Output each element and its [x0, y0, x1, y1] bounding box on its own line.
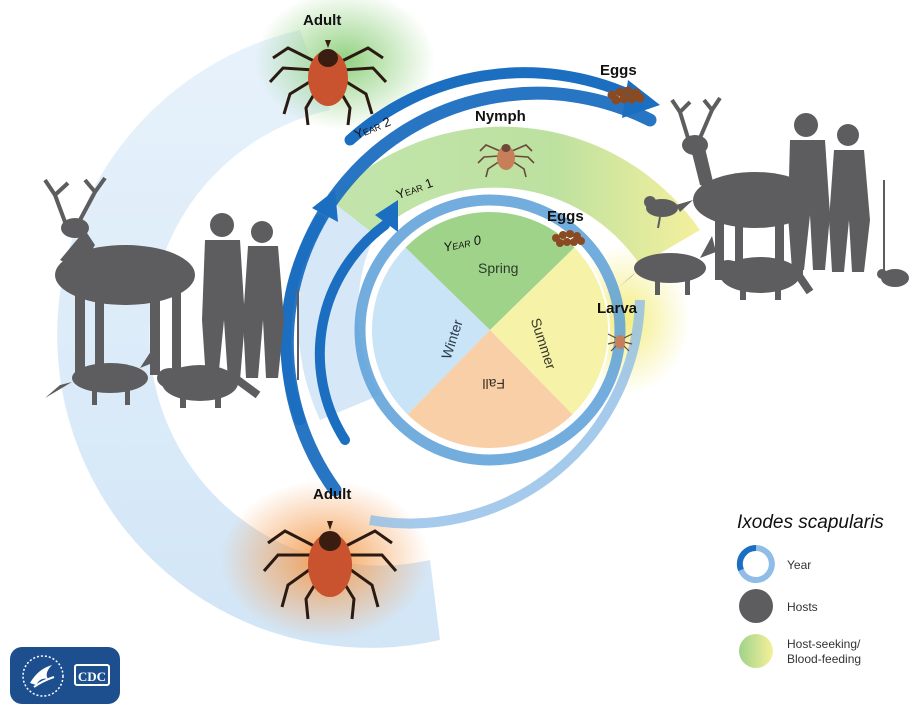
legend-title: Ixodes scapularis [737, 512, 884, 533]
legend-year-swatch [736, 544, 775, 583]
larva-tick-icon [607, 333, 633, 352]
stage-label-eggs-top: Eggs [600, 62, 637, 79]
season-fall-slice [407, 330, 573, 449]
raccoon-left-icon [157, 365, 261, 408]
year0-ring [354, 194, 626, 466]
stage-label-adult-bottom: Adult [313, 486, 352, 503]
adult-tick-bottom-icon [262, 521, 398, 620]
hosts-right [618, 96, 909, 300]
raccoon-right-icon [715, 257, 814, 300]
stage-label-nymph: Nymph [475, 108, 526, 125]
cdc-wordmark: CDC [74, 664, 110, 686]
fox-left-icon [45, 345, 160, 405]
legend-label-hosts: Hosts [787, 600, 818, 614]
legend-hosts-swatch [739, 589, 773, 623]
stage-label-eggs-inner: Eggs [547, 208, 584, 225]
season-winter-slice [371, 247, 490, 415]
season-spring-slice [405, 211, 575, 330]
legend-feeding-swatch [739, 634, 773, 668]
stage-label-larva: Larva [597, 300, 638, 317]
deer-right-icon [670, 96, 817, 282]
adult-tick-top-icon [268, 40, 388, 126]
bird-icon [644, 196, 693, 229]
mouse-icon [877, 269, 909, 287]
season-label-fall: Fall [482, 376, 505, 392]
seasons-pie [370, 210, 610, 450]
legend-label-feeding-line2: Blood-feeding [787, 652, 862, 666]
cdc-logo: CDC [10, 647, 120, 704]
hhs-eagle-icon [22, 655, 64, 697]
season-summer-slice [490, 247, 609, 415]
eggs-top-icon [607, 86, 645, 105]
fox-right-icon [618, 236, 716, 295]
eggs-inner-icon [552, 230, 585, 247]
deer-left-icon [43, 176, 195, 375]
legend-label-feeding-line1: Host-seeking/ [787, 637, 861, 651]
people-left-icon [202, 213, 299, 380]
people-right-icon [788, 113, 885, 272]
legend-label-year: Year [787, 558, 812, 572]
season-label-spring: Spring [478, 260, 519, 276]
nymph-tick-icon [477, 144, 535, 178]
hosts-left [43, 176, 299, 408]
stage-label-adult-top: Adult [303, 12, 342, 29]
